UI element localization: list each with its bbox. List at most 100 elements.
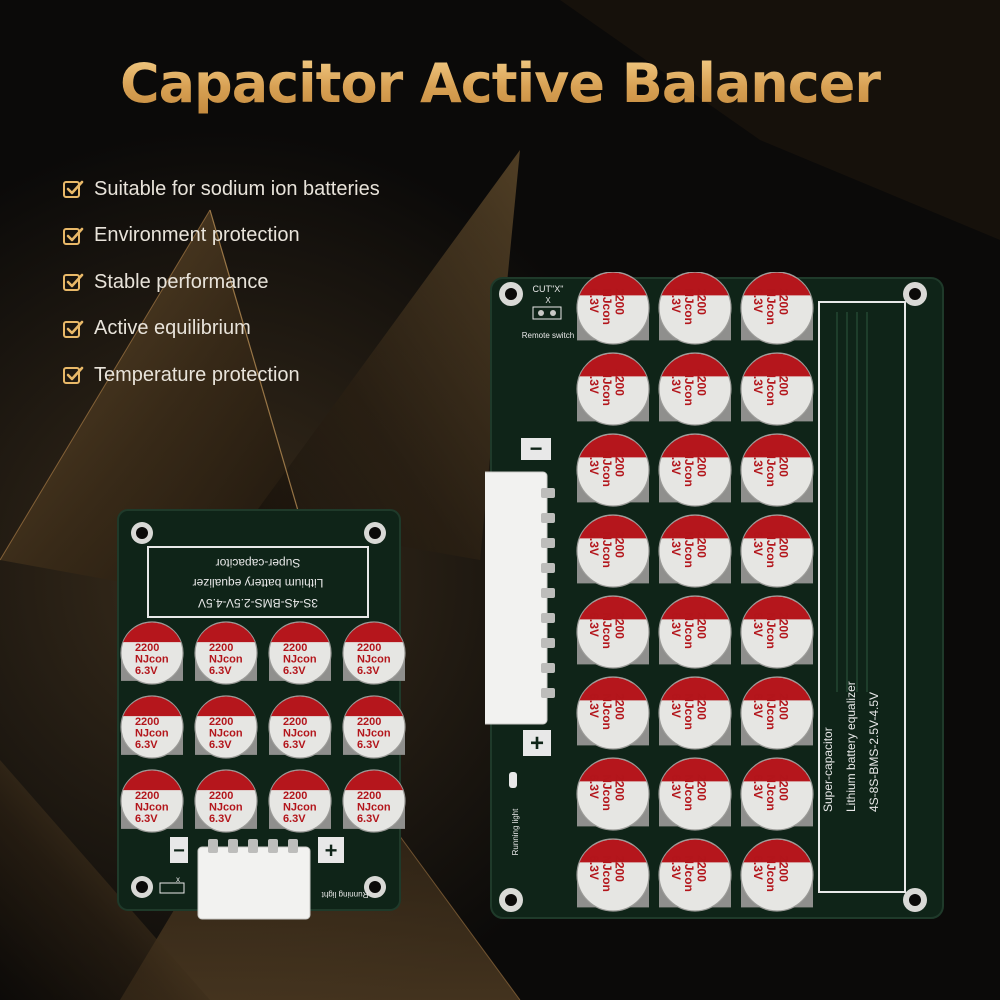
capacitor-label: 2200 [776, 693, 790, 720]
capacitor-label: NJcon [357, 653, 391, 665]
capacitor-label: 6.3V [587, 450, 601, 475]
capacitor-label: 2200 [135, 716, 159, 728]
feature-item: Temperature protection [62, 352, 380, 399]
capacitor-label: 2200 [776, 774, 790, 801]
capacitor-label: 2200 [776, 450, 790, 477]
capacitor-label: 2200 [694, 531, 708, 558]
jumper-label: X [545, 296, 551, 305]
capacitor-label: 6.3V [669, 612, 683, 637]
capacitor-label: 6.3V [135, 813, 158, 825]
running-light-label: Running light [511, 808, 520, 855]
capacitor-label: NJcon [764, 855, 778, 892]
capacitor-label: 6.3V [587, 612, 601, 637]
minus-sign: − [530, 436, 543, 461]
connector-pin [541, 538, 555, 548]
capacitor-label: 2200 [209, 642, 233, 654]
capacitor-label: 6.3V [209, 813, 232, 825]
capacitor-label: NJcon [135, 801, 169, 813]
connector-pin [541, 638, 555, 648]
capacitor-label: 2200 [694, 612, 708, 639]
board-label-line: Super-capacitor [821, 727, 835, 812]
capacitor-label: NJcon [764, 693, 778, 730]
capacitor-label: 6.3V [357, 813, 380, 825]
capacitor-label: 6.3V [209, 739, 232, 751]
capacitor-label: 6.3V [751, 774, 765, 799]
capacitor-label: 6.3V [283, 813, 306, 825]
label-box [147, 546, 369, 618]
capacitor-label: NJcon [764, 774, 778, 811]
jumper-label: x [176, 875, 180, 884]
capacitor-label: NJcon [600, 693, 614, 730]
capacitor-label: NJcon [600, 450, 614, 487]
capacitor-label: NJcon [600, 531, 614, 568]
checkbox-checked-icon [63, 180, 84, 199]
capacitor-label: NJcon [600, 774, 614, 811]
capacitor-label: 2200 [776, 288, 790, 315]
capacitor-label: NJcon [682, 693, 696, 730]
capacitor-label: NJcon [764, 531, 778, 568]
capacitor-label: NJcon [682, 612, 696, 649]
checkbox-checked-icon [63, 320, 84, 338]
capacitor-label: 6.3V [587, 369, 601, 394]
capacitor-label: NJcon [764, 369, 778, 406]
capacitor-label: 6.3V [587, 693, 601, 718]
plus-pad [318, 837, 344, 863]
capacitor-label: 6.3V [209, 665, 232, 677]
capacitor-label: 6.3V [669, 288, 683, 313]
feature-item: Suitable for sodium ion batteries [62, 166, 380, 213]
capacitor-label: NJcon [357, 727, 391, 739]
capacitor-label: 6.3V [587, 531, 601, 556]
capacitor-label: NJcon [682, 774, 696, 811]
board-label-line: 3S-4S-BMS-2.5V-4.5V [198, 596, 318, 610]
plus-sign: + [530, 730, 544, 757]
capacitor-label: 2200 [283, 790, 307, 802]
capacitor-label: 2200 [612, 288, 626, 315]
feature-label: Temperature protection [94, 363, 300, 386]
capacitor-label: 2200 [357, 716, 381, 728]
connector-pin [541, 563, 555, 573]
capacitor-label: 6.3V [357, 739, 380, 751]
balance-connector [485, 471, 548, 725]
capacitor-label: 2200 [776, 531, 790, 558]
capacitor-label: 6.3V [587, 774, 601, 799]
capacitor-label: NJcon [209, 727, 243, 739]
capacitor-label: 2200 [283, 716, 307, 728]
capacitor-label: NJcon [357, 801, 391, 813]
running-light-led [509, 772, 517, 788]
capacitor-label: NJcon [682, 450, 696, 487]
plus-sign: + [325, 838, 338, 863]
capacitor-label: 2200 [776, 855, 790, 882]
capacitor-label: 6.3V [669, 450, 683, 475]
capacitor-label: NJcon [600, 612, 614, 649]
capacitor-label: 2200 [612, 693, 626, 720]
connector-pin [541, 613, 555, 623]
large-balancer-board: CUT"X" X Remote switch Super-capacitor L… [485, 272, 944, 919]
connector-pin [541, 663, 555, 673]
connector-pin [541, 688, 555, 698]
feature-label: Stable performance [94, 270, 269, 293]
capacitor-label: 2200 [283, 642, 307, 654]
small-balancer-board: 3S-4S-BMS-2.5V-4.5V Lithium battery equa… [117, 509, 406, 920]
jumper-pad [159, 882, 185, 894]
capacitor-label: 2200 [612, 774, 626, 801]
capacitor-label: 6.3V [135, 665, 158, 677]
capacitor-label: 6.3V [751, 693, 765, 718]
minus-pad [521, 438, 551, 460]
cut-label: CUT"X" [533, 284, 564, 294]
capacitor-label: NJcon [764, 612, 778, 649]
capacitor-label: 6.3V [751, 450, 765, 475]
capacitor-label: 2200 [209, 790, 233, 802]
capacitor-label: 2200 [694, 288, 708, 315]
